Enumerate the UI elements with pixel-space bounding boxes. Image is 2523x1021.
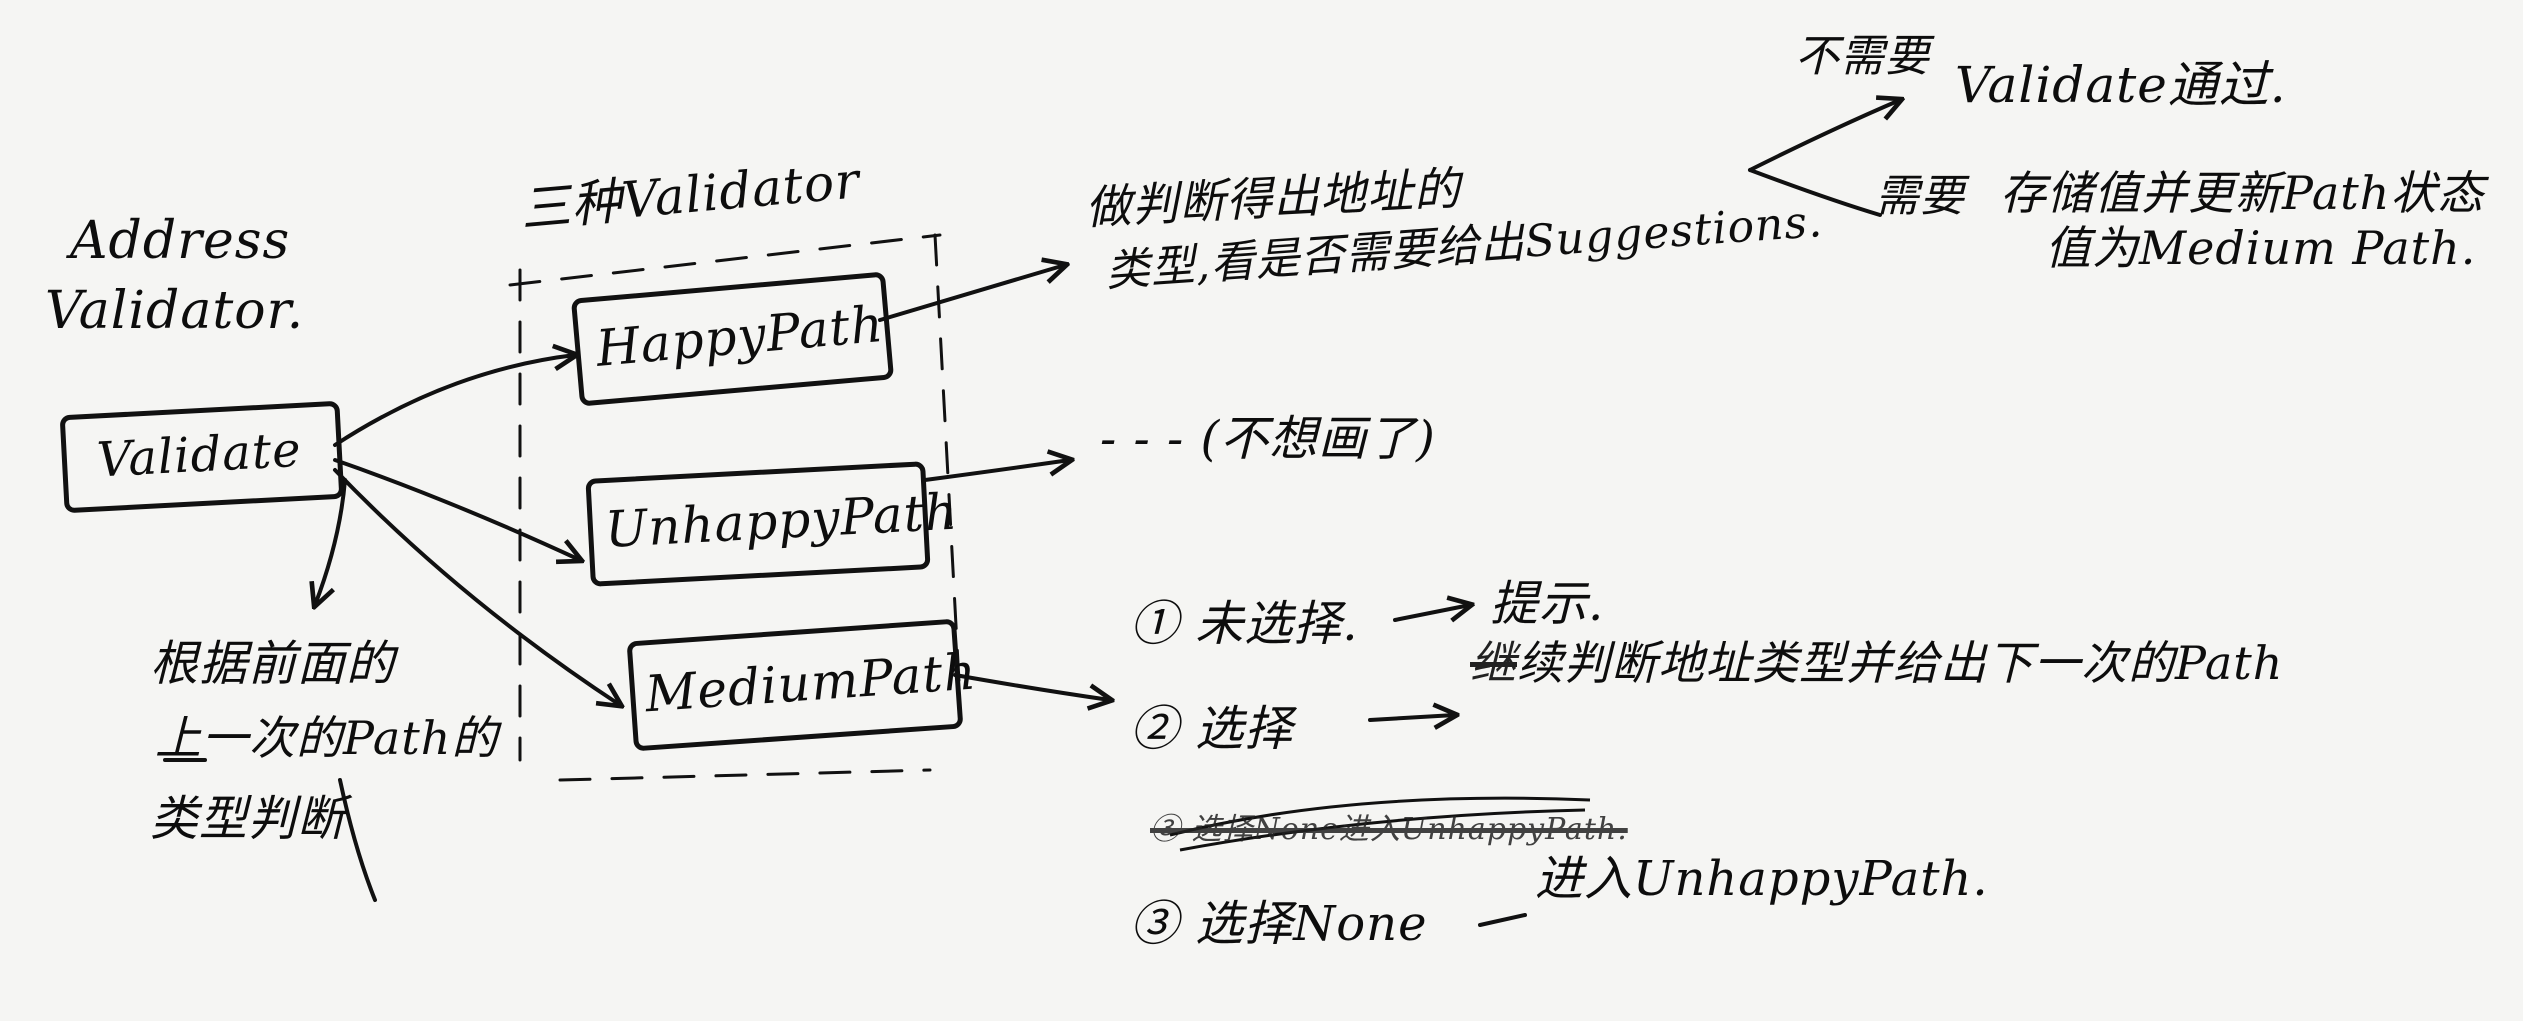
arrow-no-need bbox=[1748, 100, 1900, 172]
left-note-line1: 根据前面的 bbox=[150, 636, 396, 692]
need-label: 需要 bbox=[1875, 171, 1965, 222]
unhappy-path-box: UnhappyPath bbox=[585, 461, 959, 587]
no-need-label: 不需要 bbox=[1795, 31, 1930, 82]
left-note-line3: 类型判断 bbox=[150, 791, 347, 847]
arrow-validate-to-medium bbox=[333, 468, 620, 705]
step3-number: ③ bbox=[1130, 896, 1180, 952]
validate-box: Validate bbox=[59, 400, 345, 514]
need-result-line1: 存储值并更新Path状态 bbox=[2000, 166, 2485, 220]
strike-scribble bbox=[1169, 796, 1591, 852]
step2-row: ② 选择 bbox=[1130, 705, 1293, 753]
step1-row: ① 未选择. bbox=[1130, 600, 1359, 648]
arrow-need bbox=[1748, 168, 1882, 217]
step2-result: 继续判断地址类型并给出下一次的Path bbox=[1470, 640, 2283, 686]
step2-number: ② bbox=[1130, 701, 1180, 757]
title-line1: Address bbox=[70, 211, 291, 271]
left-note-line2: 上一次的Path的 bbox=[155, 711, 499, 765]
arrow-unhappy-to-note bbox=[923, 460, 1070, 482]
unhappy-note: - - - (不想画了) bbox=[1100, 415, 1436, 463]
medium-path-label: MediumPath bbox=[643, 642, 979, 724]
happy-path-label: HappyPath bbox=[593, 294, 886, 378]
no-need-result: Validate通过. bbox=[1955, 56, 2287, 114]
arrow-step2 bbox=[1368, 715, 1455, 720]
medium-path-box: MediumPath bbox=[626, 618, 978, 752]
step2-result-text: 续判断地址类型并给出下一次的Path bbox=[1517, 636, 2284, 690]
need-result-line2: 值为Medium Path. bbox=[2045, 221, 2477, 275]
unhappy-dashes: - - - bbox=[1100, 411, 1201, 467]
step3-label: 选择None bbox=[1195, 896, 1428, 952]
step1-label: 未选择. bbox=[1195, 596, 1359, 652]
title-line2: Validator. bbox=[45, 281, 305, 341]
step2-result-struck: 继 bbox=[1470, 636, 1517, 690]
paths-dashed-bracket bbox=[508, 233, 962, 782]
step1-result: 提示. bbox=[1490, 576, 1605, 632]
step1-number: ① bbox=[1130, 596, 1180, 652]
validate-label: Validate bbox=[95, 421, 303, 489]
step2-label: 选择 bbox=[1195, 701, 1294, 757]
step3-result: 进入UnhappyPath. bbox=[1535, 851, 1989, 907]
step3-row: ③ 选择None bbox=[1130, 900, 1428, 948]
unhappy-path-label: UnhappyPath bbox=[603, 482, 960, 559]
arrow-validate-down bbox=[315, 478, 347, 605]
arrow-step3 bbox=[1478, 913, 1527, 927]
unhappy-note-text: (不想画了) bbox=[1200, 411, 1436, 467]
arrow-validate-to-unhappy bbox=[333, 458, 580, 560]
step3-struck-row: ③ 选择None进入UnhappyPath. bbox=[1150, 812, 1628, 847]
arrow-step1 bbox=[1393, 605, 1470, 620]
arrow-validate-to-happy bbox=[333, 355, 575, 447]
arrow-happy-to-note bbox=[878, 265, 1065, 322]
arrow-medium-to-steps bbox=[953, 673, 1110, 700]
